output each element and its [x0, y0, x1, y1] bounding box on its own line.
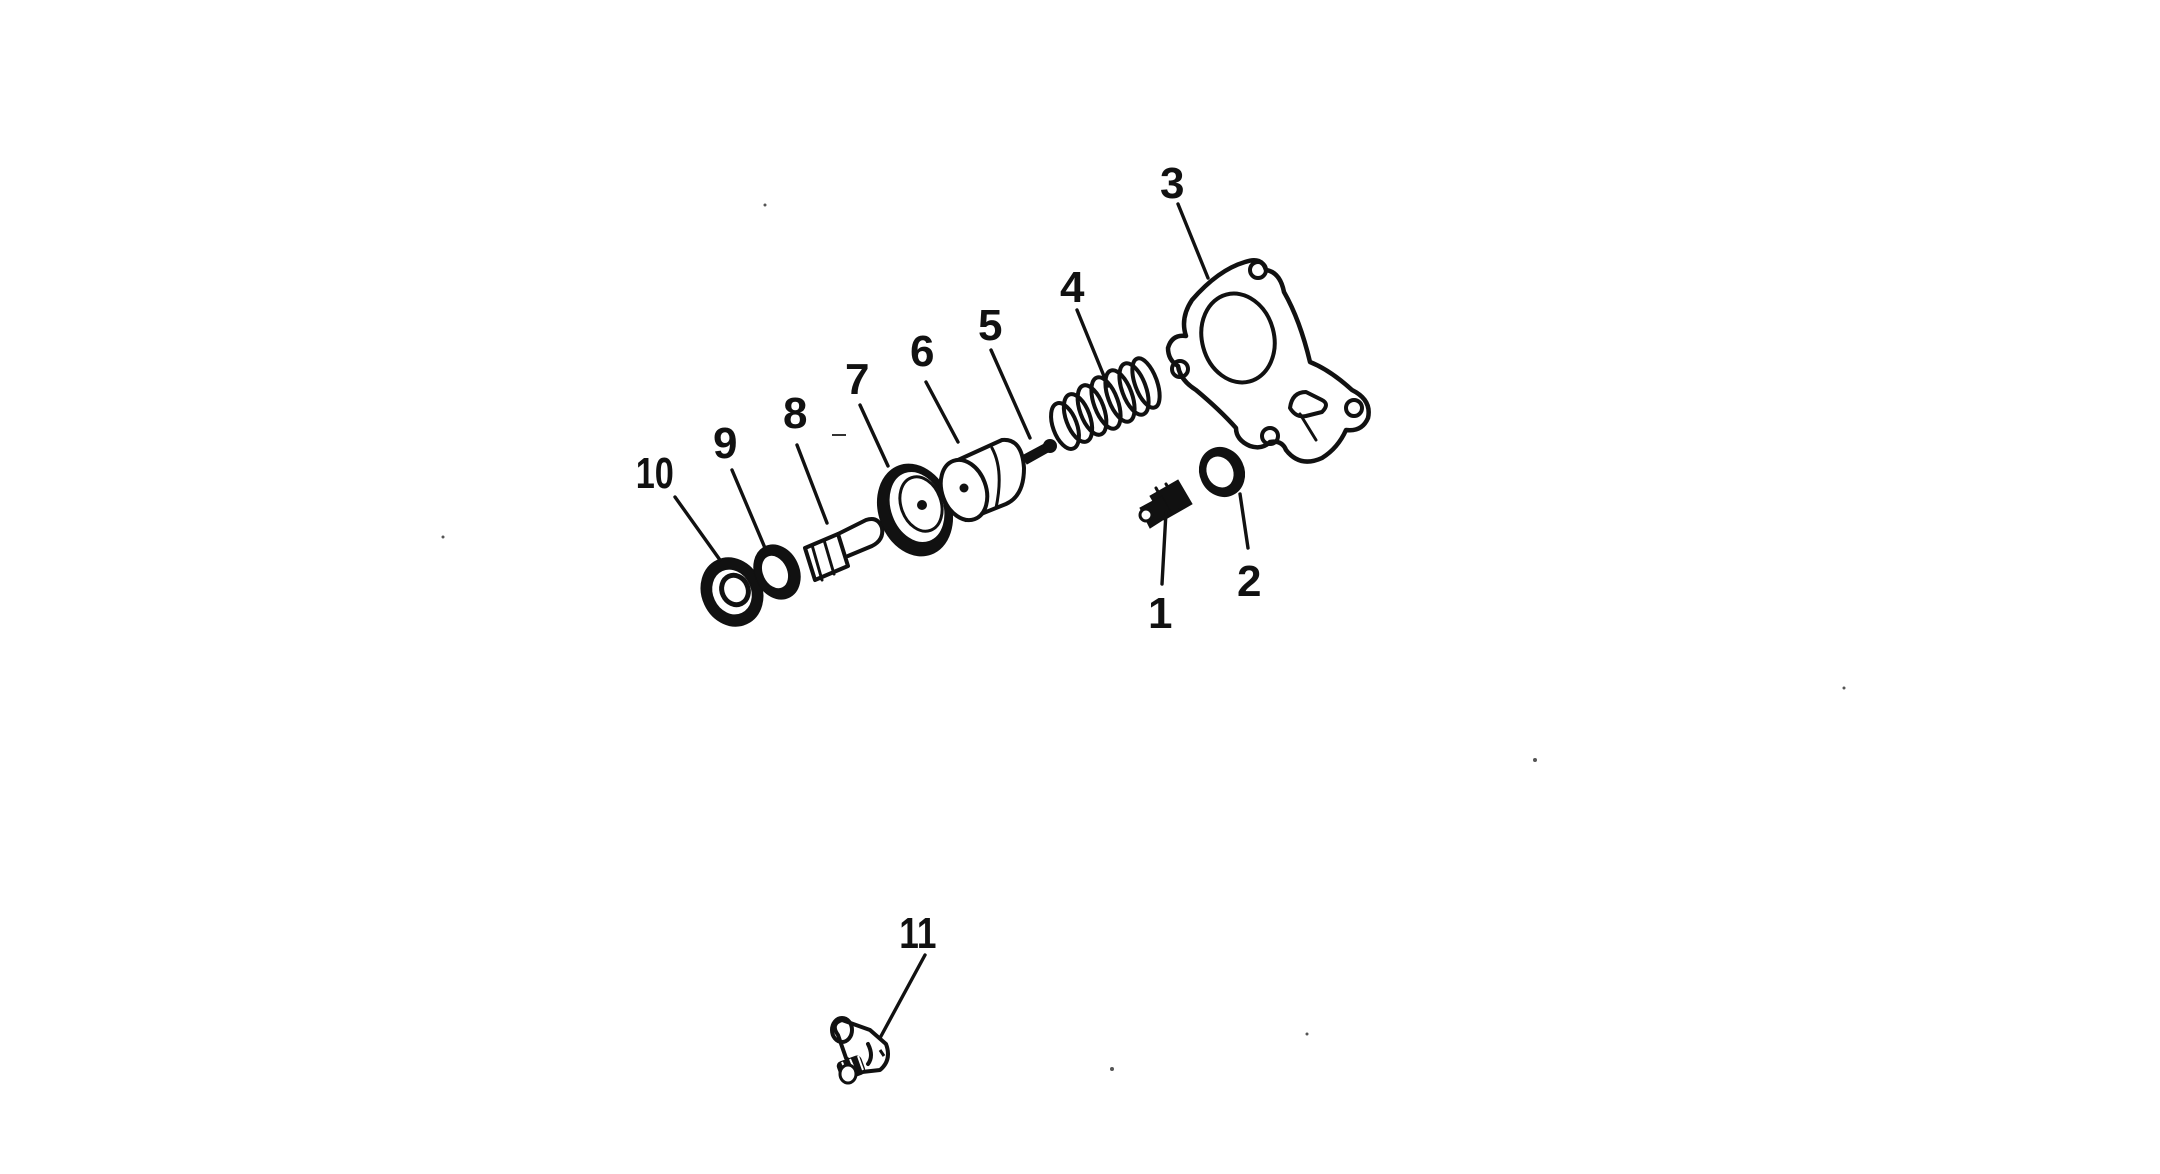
- callout-10: 10: [636, 449, 674, 498]
- leader-6: [924, 380, 960, 444]
- leader-5: [989, 348, 1032, 440]
- leader-9: [730, 468, 767, 550]
- callout-labels: 10 9 8 7 6 5 4 3 2 1 11: [636, 159, 1262, 958]
- callout-6: 6: [910, 327, 934, 376]
- part-4-spring: [1049, 356, 1162, 451]
- callout-7: 7: [845, 355, 869, 404]
- callout-5: 5: [978, 301, 1002, 350]
- leader-3: [1176, 202, 1210, 280]
- callout-4: 4: [1060, 263, 1085, 312]
- part-8-valve: [803, 517, 885, 582]
- callout-8: 8: [783, 389, 807, 438]
- leader-8: [795, 443, 829, 525]
- callout-9: 9: [713, 419, 737, 468]
- leader-10: [673, 495, 722, 562]
- scan-specks: [441, 203, 1846, 1071]
- part-6-piston: [938, 437, 1026, 523]
- callout-11: 11: [899, 909, 936, 958]
- part-9-ring: [753, 544, 801, 600]
- callout-1: 1: [1148, 589, 1172, 638]
- leader-11: [878, 953, 927, 1040]
- callout-3: 3: [1160, 159, 1184, 208]
- part-1-fitting: [1138, 479, 1193, 529]
- part-7-cup: [877, 463, 953, 557]
- leader-2: [1238, 492, 1250, 550]
- callout-2: 2: [1237, 557, 1261, 606]
- part-10-seal: [700, 557, 764, 627]
- part-11-bleeder-screw: [830, 1016, 890, 1085]
- part-3-gasket: [1165, 258, 1371, 464]
- leader-7: [858, 403, 890, 468]
- leader-4: [1075, 308, 1110, 388]
- leader-lines: [673, 202, 1250, 1040]
- leader-1: [1160, 510, 1168, 586]
- part-5-pin: [1021, 439, 1057, 465]
- part-2-washer: [1198, 447, 1246, 497]
